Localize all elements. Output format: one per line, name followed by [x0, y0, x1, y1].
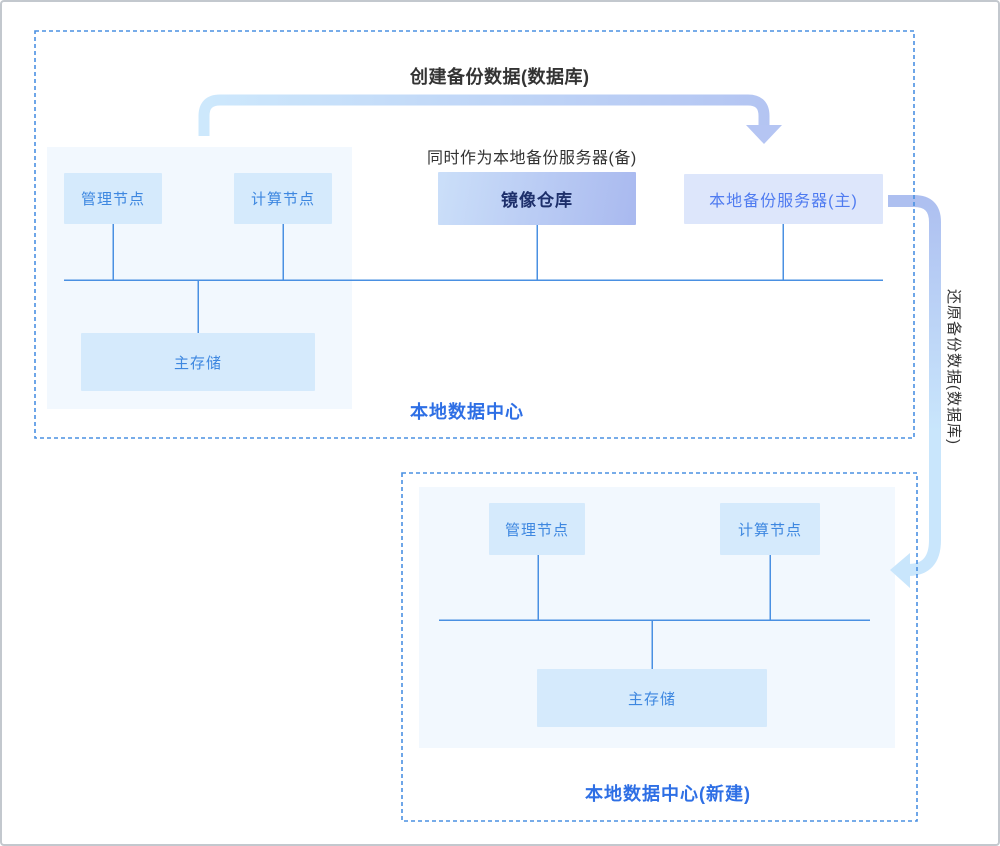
dc2-title: 本地数据中心(新建): [585, 784, 751, 804]
dc1-compute-node: 计算节点: [234, 173, 332, 224]
create-backup-arrow: [198, 94, 782, 144]
local-backup-server-primary-node: 本地备份服务器(主): [684, 174, 883, 224]
dc2-primary-storage: 主存储: [537, 669, 767, 727]
standby-server-note: 同时作为本地备份服务器(备): [427, 150, 637, 167]
create-backup-label: 创建备份数据(数据库): [410, 67, 590, 87]
mirror-repository-node: 镜像仓库: [438, 172, 636, 225]
restore-backup-label: 还原备份数据(数据库): [945, 289, 962, 445]
dc2-management-node: 管理节点: [489, 503, 585, 555]
dc1-title: 本地数据中心: [410, 402, 524, 422]
dc1-primary-storage: 主存储: [81, 333, 315, 391]
dc2-compute-node: 计算节点: [720, 503, 820, 555]
restore-backup-arrow: [888, 195, 941, 588]
dc1-management-node: 管理节点: [64, 173, 162, 224]
